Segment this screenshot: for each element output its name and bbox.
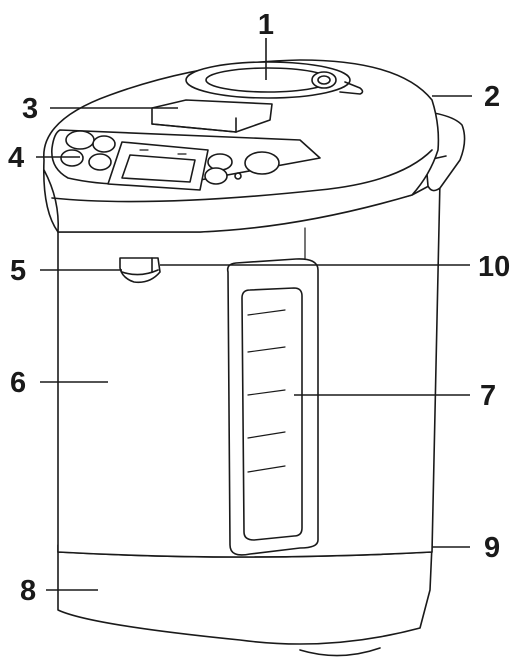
base: [57, 544, 433, 657]
callout-6: 6: [10, 367, 26, 399]
dispensing-spout: [119, 257, 161, 284]
lid-release-button: [151, 99, 273, 133]
leader-lines: [36, 38, 472, 591]
callout-7: 7: [480, 380, 496, 412]
lid-release-dome: [185, 61, 364, 99]
callout-2: 2: [484, 81, 500, 113]
water-level-window: [226, 258, 319, 556]
callout-3: 3: [22, 93, 38, 125]
callout-5: 5: [10, 255, 26, 287]
callout-labels: 1 2 3 4 5 10 6 7 8 9: [8, 9, 510, 607]
callout-4: 4: [8, 142, 24, 174]
callout-10: 10: [478, 251, 510, 283]
control-panel: [51, 129, 321, 191]
level-marks: [247, 309, 286, 473]
callout-9: 9: [484, 532, 500, 564]
callout-8: 8: [20, 575, 36, 607]
callout-1: 1: [258, 9, 274, 41]
